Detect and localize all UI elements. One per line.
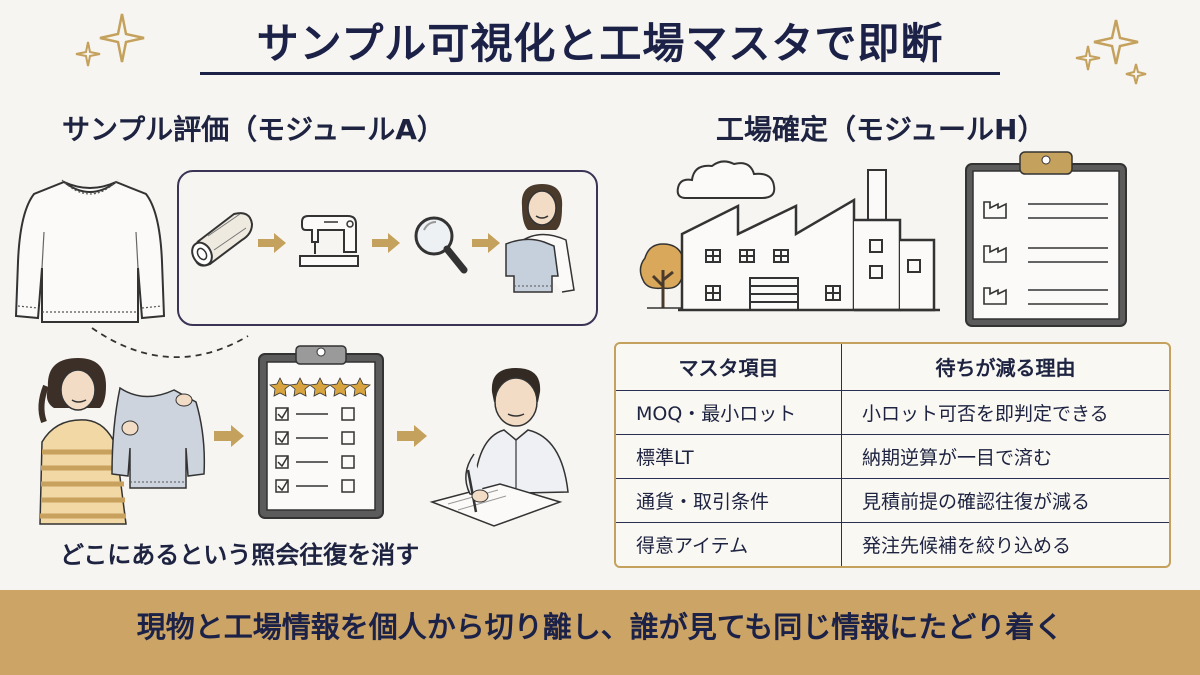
person-holding-sweater-icon xyxy=(38,358,206,525)
table-cell: 発注先候補を絞り込める xyxy=(862,535,1072,558)
clipboard-factory-list-icon xyxy=(965,151,1127,327)
table-cell: 見積前提の確認往復が減る xyxy=(841,478,1169,524)
title-underline xyxy=(200,72,1000,75)
footer-banner-text: 現物と工場情報を個人から切り離し、誰が見ても同じ情報にたどり着く xyxy=(136,610,1064,644)
clipboard-rating-icon xyxy=(258,345,384,519)
sweater-icon xyxy=(14,179,166,323)
table-cell: MOQ・最小ロット xyxy=(616,390,842,436)
table-row: 標準LT 納期逆算が一目で済む xyxy=(616,434,1169,480)
page-title: サンプル可視化と工場マスタで即断 xyxy=(256,19,944,68)
table-row: MOQ・最小ロット 小ロット可否を即判定できる xyxy=(616,390,1169,436)
footer-banner xyxy=(0,590,1200,675)
arrow-right-icon xyxy=(258,233,286,253)
person-holding-sweater-icon xyxy=(505,184,575,293)
tree-icon xyxy=(639,243,687,309)
sewing-machine-icon xyxy=(299,215,359,267)
module-h-heading: 工場確定（モジュールH） xyxy=(716,113,1046,146)
sparkle-icon xyxy=(1075,19,1147,85)
table-row: 通貨・取引条件 見積前提の確認往復が減る xyxy=(616,478,1169,524)
arrow-right-icon xyxy=(214,425,244,447)
table-header: マスタ項目 xyxy=(616,344,842,391)
fabric-roll-icon xyxy=(191,212,254,267)
table-cell: 標準LT xyxy=(616,434,842,480)
magnifier-icon xyxy=(414,216,468,274)
arrow-right-icon xyxy=(472,233,500,253)
factory-icon xyxy=(678,169,940,312)
sparkle-icon xyxy=(75,13,145,67)
table-cell: 納期逆算が一目で済む xyxy=(841,434,1169,480)
table-cell: 小ロット可否を即判定できる xyxy=(841,390,1169,436)
connector-curve xyxy=(91,327,249,358)
module-a-heading: サンプル評価（モジュールA） xyxy=(62,113,445,146)
person-writing-icon xyxy=(429,368,569,527)
table-cell: 得意アイテム xyxy=(616,522,842,566)
arrow-right-icon xyxy=(372,233,400,253)
table-row: 得意アイテム 発注先候補を絞り込める xyxy=(616,522,1169,566)
arrow-right-icon xyxy=(397,425,427,447)
module-a-caption: どこにあるという照会往復を消す xyxy=(60,541,420,569)
table-header: 待ちが減る理由 xyxy=(841,344,1169,391)
cloud-icon xyxy=(676,160,776,199)
table-cell: 通貨・取引条件 xyxy=(616,478,842,524)
master-table: マスタ項目 待ちが減る理由 MOQ・最小ロット 小ロット可否を即判定できる 標準… xyxy=(614,342,1171,568)
sample-process-box xyxy=(177,170,598,326)
table-header-row: マスタ項目 待ちが減る理由 xyxy=(616,344,1169,391)
